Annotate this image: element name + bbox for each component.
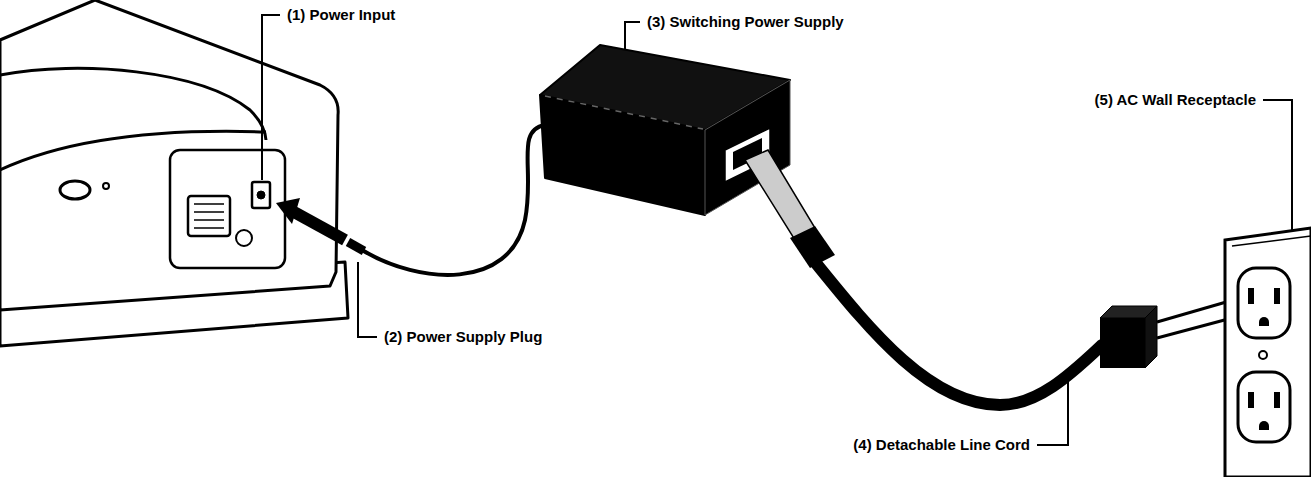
dc-cable xyxy=(362,125,545,275)
wall-receptacle xyxy=(1225,228,1311,477)
callout-label: (1) Power Input xyxy=(285,6,397,24)
leader-lines xyxy=(262,15,1292,445)
callout-label: (3) Switching Power Supply xyxy=(645,13,846,31)
callout-label: (5) AC Wall Receptacle xyxy=(1093,91,1258,109)
device-housing xyxy=(0,0,348,346)
callout-label: (4) Detachable Line Cord xyxy=(851,436,1032,454)
line-cord xyxy=(745,150,1247,405)
callout-label: (2) Power Supply Plug xyxy=(382,328,544,346)
power-supply-plug xyxy=(276,198,364,251)
switching-power-supply xyxy=(540,45,790,215)
